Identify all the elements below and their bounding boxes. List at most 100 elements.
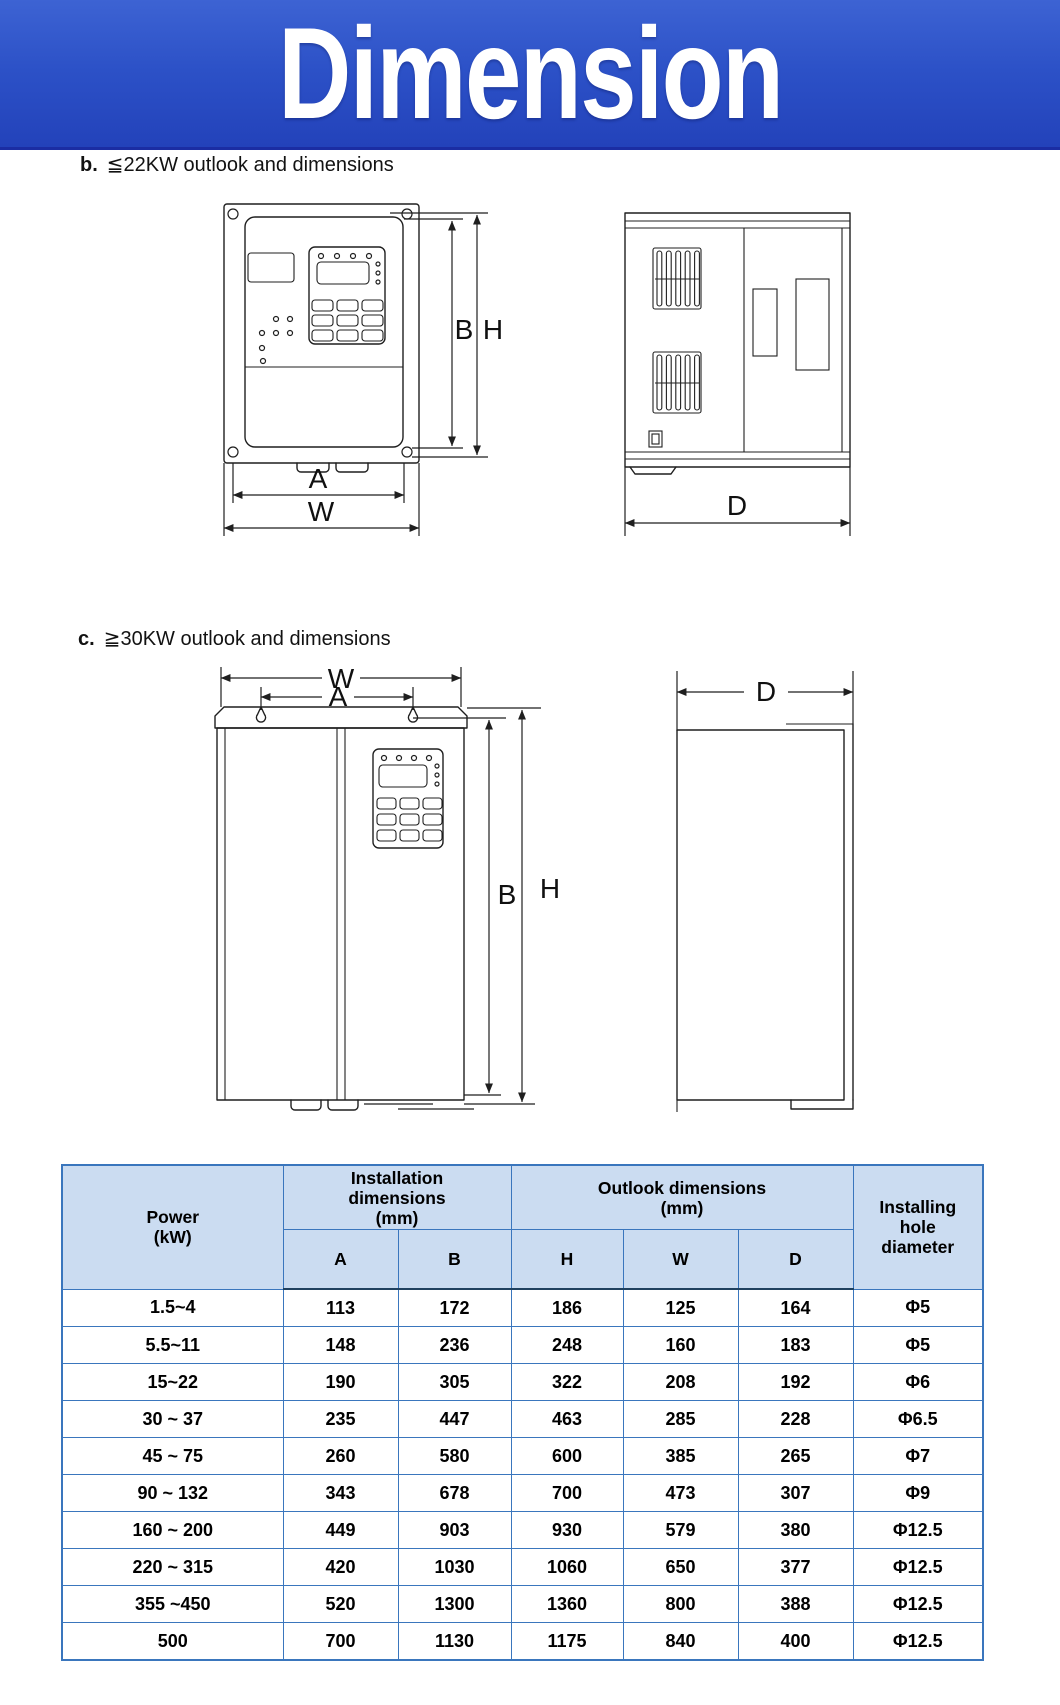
cell-hole: Φ12.5 xyxy=(852,1585,984,1623)
cell-h: 1060 xyxy=(510,1548,624,1586)
cell-a: 520 xyxy=(282,1585,399,1623)
cell-d: 265 xyxy=(737,1437,854,1475)
cell-hole: Φ5 xyxy=(852,1288,984,1327)
dim-label-w-30kw: W xyxy=(328,663,355,694)
cell-w: 473 xyxy=(622,1474,739,1512)
cell-a: 449 xyxy=(282,1511,399,1549)
dim-label-w-22kw: W xyxy=(308,496,335,527)
cell-w: 285 xyxy=(622,1400,739,1438)
cell-h: 700 xyxy=(510,1474,624,1512)
cell-w: 208 xyxy=(622,1363,739,1401)
cell-a: 420 xyxy=(282,1548,399,1586)
cell-power: 500 xyxy=(61,1622,284,1661)
dim-label-a-22kw: A xyxy=(309,463,328,494)
col-header-a: A xyxy=(282,1229,399,1290)
cell-a: 148 xyxy=(282,1326,399,1364)
mounting-keyhole-right xyxy=(407,706,419,723)
side-slot-large xyxy=(795,278,830,371)
cell-b: 447 xyxy=(397,1400,512,1438)
cell-power: 1.5~4 xyxy=(61,1288,284,1327)
cell-b: 903 xyxy=(397,1511,512,1549)
cell-power: 45 ~ 75 xyxy=(61,1437,284,1475)
mounting-keyhole-left xyxy=(255,706,267,723)
dim-label-b-30kw: B xyxy=(498,879,517,910)
cell-w: 650 xyxy=(622,1548,739,1586)
section-b-heading: b. ≦22KW outlook and dimensions xyxy=(80,152,394,177)
cell-hole: Φ9 xyxy=(852,1474,984,1512)
cell-d: 400 xyxy=(737,1622,854,1661)
led-indicator-dots xyxy=(258,315,294,365)
cell-d: 307 xyxy=(737,1474,854,1512)
cell-w: 800 xyxy=(622,1585,739,1623)
cell-d: 388 xyxy=(737,1585,854,1623)
cell-b: 1030 xyxy=(397,1548,512,1586)
cell-a: 190 xyxy=(282,1363,399,1401)
dim-label-h-30kw: H xyxy=(540,873,560,904)
dim-label-b-22kw: B xyxy=(455,314,474,345)
cell-power: 220 ~ 315 xyxy=(61,1548,284,1586)
col-header-power: Power(kW) xyxy=(61,1164,284,1290)
vent-grille-top xyxy=(652,247,702,310)
cell-hole: Φ6.5 xyxy=(852,1400,984,1438)
dim-label-a-30kw: A xyxy=(329,681,348,712)
keypad-buttons xyxy=(311,299,384,342)
keypad-22kw xyxy=(308,246,386,345)
cell-power: 5.5~11 xyxy=(61,1326,284,1364)
keypad-30kw xyxy=(372,748,444,849)
cell-power: 160 ~ 200 xyxy=(61,1511,284,1549)
vent-grille-bottom xyxy=(652,351,702,414)
cell-hole: Φ12.5 xyxy=(852,1622,984,1661)
section-c-prefix: c. xyxy=(78,628,95,650)
cell-power: 355 ~450 xyxy=(61,1585,284,1623)
col-header-h: H xyxy=(510,1229,624,1290)
cell-w: 125 xyxy=(622,1288,739,1327)
front-view-30kw-drawing: W A xyxy=(214,663,560,1111)
cell-hole: Φ12.5 xyxy=(852,1548,984,1586)
cell-h: 600 xyxy=(510,1437,624,1475)
dim-label-d-22kw: D xyxy=(727,490,747,521)
keypad-buttons xyxy=(376,797,443,842)
cell-power: 15~22 xyxy=(61,1363,284,1401)
dim-label-d-30kw: D xyxy=(756,676,776,707)
section-b-label: ≦22KW outlook and dimensions xyxy=(106,154,394,176)
cell-d: 164 xyxy=(737,1288,854,1327)
cell-w: 579 xyxy=(622,1511,739,1549)
cell-d: 228 xyxy=(737,1400,854,1438)
cell-a: 113 xyxy=(282,1288,399,1327)
cell-d: 183 xyxy=(737,1326,854,1364)
cell-b: 305 xyxy=(397,1363,512,1401)
cell-a: 235 xyxy=(282,1400,399,1438)
cell-power: 90 ~ 132 xyxy=(61,1474,284,1512)
col-header-w: W xyxy=(622,1229,739,1290)
keypad-display xyxy=(378,764,428,788)
front-view-22kw-drawing: B H A W xyxy=(223,203,503,536)
cell-w: 385 xyxy=(622,1437,739,1475)
cell-h: 463 xyxy=(510,1400,624,1438)
col-group-outlook: Outlook dimensions(mm) xyxy=(510,1164,854,1230)
cell-a: 343 xyxy=(282,1474,399,1512)
cell-hole: Φ7 xyxy=(852,1437,984,1475)
section-b-prefix: b. xyxy=(80,154,98,176)
cell-h: 186 xyxy=(510,1288,624,1327)
cell-b: 678 xyxy=(397,1474,512,1512)
cell-d: 380 xyxy=(737,1511,854,1549)
col-header-b: B xyxy=(397,1229,512,1290)
cell-a: 260 xyxy=(282,1437,399,1475)
cell-hole: Φ6 xyxy=(852,1363,984,1401)
section-c-heading: c.≧30KW outlook and dimensions xyxy=(78,626,391,651)
cell-w: 840 xyxy=(622,1622,739,1661)
cell-b: 1300 xyxy=(397,1585,512,1623)
cell-power: 30 ~ 37 xyxy=(61,1400,284,1438)
